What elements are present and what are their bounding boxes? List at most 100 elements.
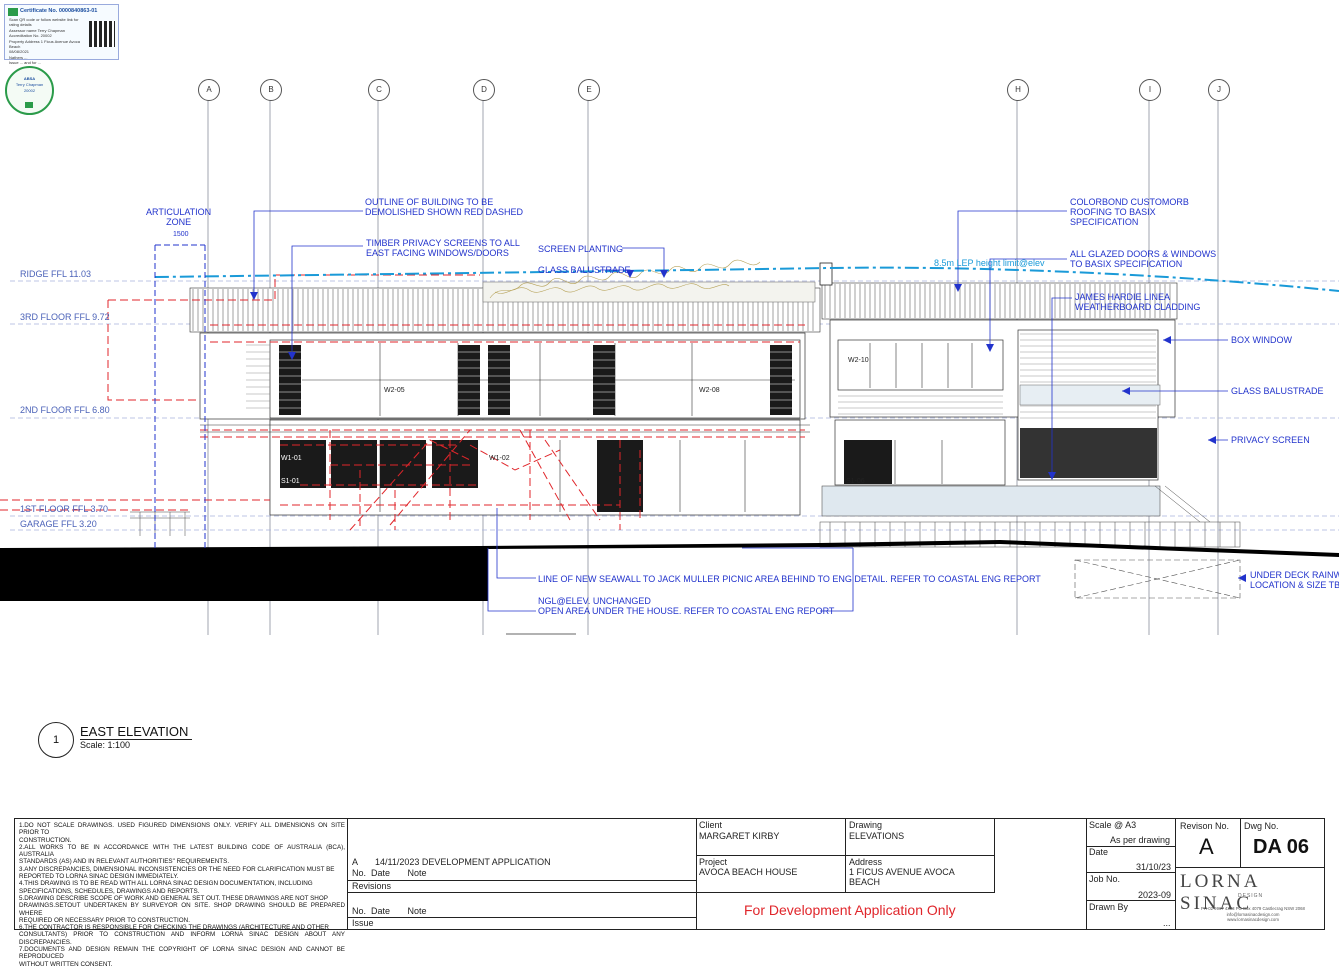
outline-note: OUTLINE OF BUILDING TO BE DEMOLISHED SHO… [365, 197, 524, 217]
grid-bubble-b: B [260, 79, 282, 101]
revision-header: No. Date Note [352, 868, 427, 878]
view-title: EAST ELEVATION [80, 724, 193, 740]
window-tag: W1-02 [489, 455, 510, 462]
seawall-note: LINE OF NEW SEAWALL TO JACK MULLER PICNI… [538, 574, 1041, 584]
grid-bubble-e: E [578, 79, 600, 101]
glass-balustrade-upper [1019, 384, 1161, 406]
rainwater-tank [1074, 559, 1241, 599]
scale-value: As per drawing [1110, 835, 1171, 845]
revision-no-value: A [1199, 834, 1214, 859]
window-tag: W2-08 [699, 387, 720, 394]
qr-code-icon [89, 21, 115, 47]
job-label: Job No. [1089, 874, 1121, 884]
timber-screens [279, 345, 1157, 512]
grid-bubble-h: H [1007, 79, 1029, 101]
revisions-label: Revisions [352, 881, 392, 891]
demolition-outline [0, 274, 805, 531]
dwg-no-value: DA 06 [1253, 836, 1309, 858]
cladding-note: JAMES HARDIE LINEA WEATHERBOARD CLADDING [1075, 292, 1201, 312]
certificate-details: Scan QR code or follow website link for … [9, 17, 81, 66]
leader-lines [253, 210, 1246, 612]
level-1st-floor: 1ST FLOOR FFL 3.70 [20, 504, 109, 514]
level-2nd-floor: 2ND FLOOR FFL 6.80 [20, 405, 110, 415]
job-value: 2023-09 [1138, 890, 1172, 900]
level-ridge: RIDGE FFL 11.03 [20, 269, 92, 279]
address-box [845, 855, 995, 893]
glass-balustrade-right-note: GLASS BALUSTRADE [1231, 386, 1324, 396]
certificate-title: Certificate No. 0000840863-01 [20, 8, 98, 14]
privacy-screen-note: PRIVACY SCREEN [1231, 435, 1310, 445]
client-label: Client [699, 820, 723, 830]
company-logo-sub: DESIGN [1238, 893, 1264, 899]
issue-label: Issue [352, 918, 374, 928]
date-divider [1086, 872, 1176, 873]
dwg-no-box [1240, 818, 1325, 868]
scale-divider [1086, 846, 1176, 847]
glass-balustrade-deck [821, 485, 1161, 517]
screen-planting-note: SCREEN PLANTING [538, 244, 624, 254]
da-only-label: For Development Application Only [744, 902, 956, 918]
absa-badge: ABSA Terry Chapman 20002 [5, 66, 54, 115]
level-3rd-floor: 3RD FLOOR FFL 9.72 [20, 312, 110, 322]
revision-row: A 14/11/2023 DEVELOPMENT APPLICATION [352, 857, 551, 867]
energy-certificate: Certificate No. 0000840863-01 Scan QR co… [4, 4, 119, 65]
planting [489, 259, 761, 299]
job-divider [1086, 900, 1176, 901]
box-window-note: BOX WINDOW [1231, 335, 1292, 345]
view-scale: Scale: 1:100 [80, 740, 131, 750]
dwg-no-label: Dwg No. [1244, 821, 1279, 831]
arrowheads [250, 270, 1246, 582]
window-tag: S1-06 [846, 478, 865, 485]
view-number: 1 [52, 734, 60, 746]
ground-section [0, 540, 1339, 601]
revision-divider [347, 892, 697, 893]
drawn-value: ... [1163, 918, 1171, 928]
grid-bubble-j: J [1208, 79, 1230, 101]
window-tag: W2-05 [384, 387, 405, 394]
company-logo: LORNA SINAC [1180, 871, 1260, 914]
project-label: Project [699, 857, 728, 867]
date-value: 31/10/23 [1136, 862, 1172, 872]
articulation-zone [154, 244, 206, 548]
ngl-note: NGL@ELEV. UNCHANGED OPEN AREA UNDER THE … [538, 596, 835, 616]
chimney [819, 262, 833, 286]
articulation-dimension: 1500 [173, 231, 189, 238]
articulation-zone-label: ARTICULATION ZONE [146, 207, 212, 227]
general-notes: 1.DO NOT SCALE DRAWINGS. USED FIGURED DI… [19, 822, 345, 968]
drawing-value: ELEVATIONS [849, 831, 905, 841]
project-value: AVOCA BEACH HOUSE [699, 867, 798, 877]
glass-balustrade-top-note: GLASS BALUSTRADE [538, 265, 631, 275]
issue-header: No. Date Note [352, 906, 427, 916]
scale-box [1086, 818, 1176, 930]
revision-no-label: Revison No. [1180, 821, 1230, 831]
date-label: Date [1089, 847, 1109, 857]
grid-bubble-c: C [368, 79, 390, 101]
height-limit-label: 8.5m LEP height limit@elev [934, 258, 1045, 268]
timber-screens-note: TIMBER PRIVACY SCREENS TO ALL EAST FACIN… [366, 238, 520, 258]
level-garage: GARAGE FFL 3.20 [20, 519, 97, 529]
drawn-label: Drawn By [1089, 902, 1129, 912]
window-tag: W1-01 [281, 455, 302, 462]
rainwater-note: UNDER DECK RAINWA LOCATION & SIZE TBC [1250, 570, 1339, 590]
grid-bubble-a: A [198, 79, 220, 101]
window-tag: S1-01 [281, 478, 300, 485]
glazed-doors-note: ALL GLAZED DOORS & WINDOWS TO BASIX SPEC… [1070, 249, 1217, 269]
address-label: Address [849, 857, 883, 867]
window-tag: W2-10 [848, 357, 869, 364]
revision-divider [347, 880, 697, 881]
scale-label: Scale @ A3 [1089, 820, 1137, 830]
height-limit-line [154, 266, 1339, 292]
issue-divider [347, 917, 697, 918]
screen-planting-box [482, 281, 816, 303]
elevation-drawing [0, 99, 1339, 635]
house-icon [25, 102, 33, 108]
view-number-circle: 1 [38, 722, 74, 758]
company-contact: PH 02 9967 4333 PO Box 4079 Castlecrag N… [1201, 906, 1305, 922]
client-value: MARGARET KIRBY [699, 831, 780, 841]
address-value: 1 FICUS AVENUE AVOCA BEACH [849, 867, 955, 887]
roof-ribs [192, 284, 1171, 331]
certificate-logo-icon [8, 8, 18, 16]
grid-bubble-i: I [1139, 79, 1161, 101]
colorbond-note: COLORBOND CUSTOMORB ROOFING TO BASIX SPE… [1070, 197, 1189, 227]
drawing-label: Drawing [849, 820, 883, 830]
